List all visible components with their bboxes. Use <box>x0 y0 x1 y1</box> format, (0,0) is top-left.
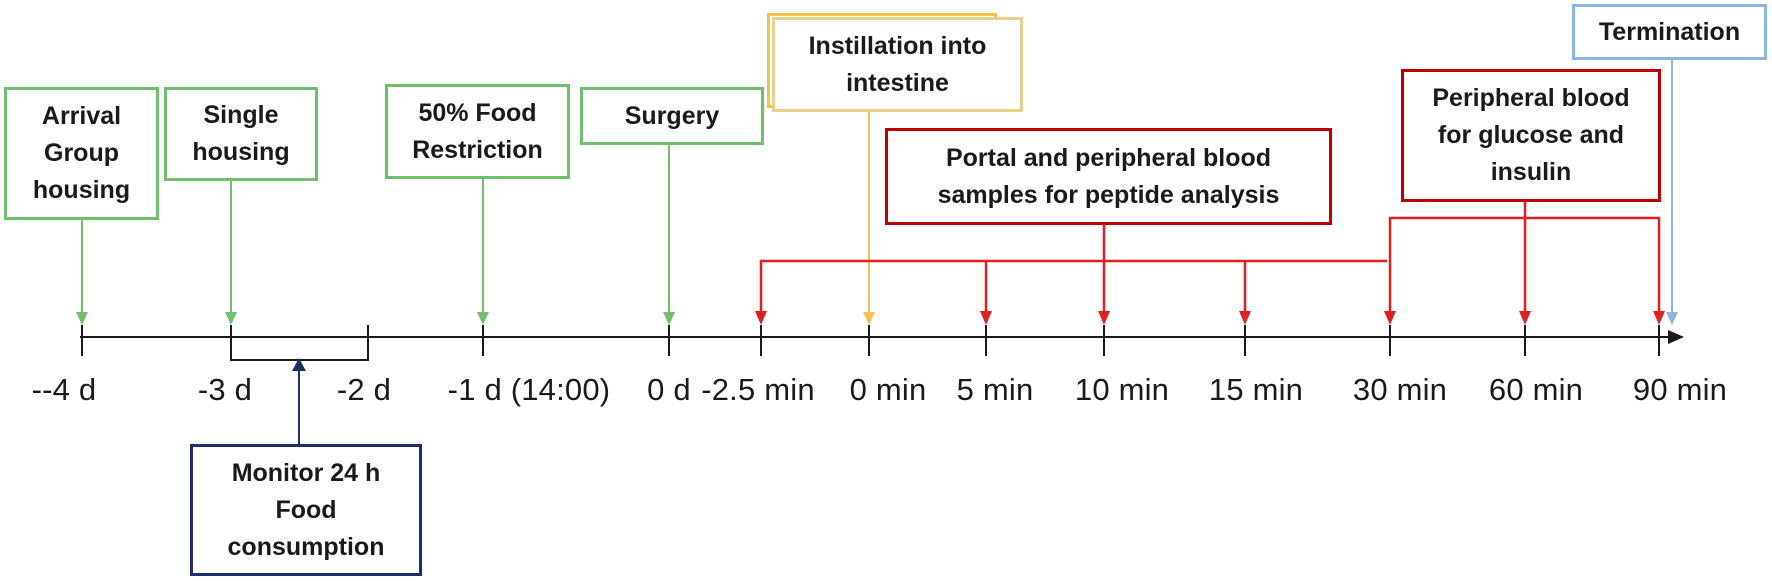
termination-arrowhead <box>1666 312 1678 325</box>
tick-label: -2 d <box>336 372 392 407</box>
tick-label: -3 d <box>197 372 253 407</box>
arrival-box: Arrival Group housing <box>4 87 159 220</box>
red-arrowhead-10 <box>1098 311 1110 325</box>
single-arrowhead <box>225 312 237 325</box>
monitor-bracket <box>230 330 369 361</box>
tick-label: 10 min <box>1074 372 1170 407</box>
restriction-arrowhead <box>477 312 489 325</box>
portal-samples-box: Portal and peripheral blood samples for … <box>885 128 1332 225</box>
tick-label: 90 min <box>1632 372 1728 407</box>
red-arrowhead-15 <box>1239 311 1251 325</box>
single-housing-box: Single housing <box>164 87 318 181</box>
food-restriction-box: 50% Food Restriction <box>385 84 570 179</box>
tick-label: -2.5 min <box>701 372 815 407</box>
axis-ticks <box>81 325 1660 356</box>
surgery-arrowhead <box>663 312 675 325</box>
portal-bracket <box>759 259 1387 312</box>
red-arrowhead-30 <box>1384 311 1396 325</box>
tick-label: 0 d <box>647 372 691 407</box>
tick-label: 60 min <box>1488 372 1584 407</box>
tick-label: -1 d (14:00) <box>447 372 611 407</box>
monitor-arrowhead <box>292 358 306 371</box>
red-arrowhead-m25 <box>755 311 767 325</box>
instillation-arrowhead <box>863 312 875 325</box>
tick-label: 30 min <box>1352 372 1448 407</box>
arrival-arrowhead <box>76 312 88 325</box>
tick-label: 15 min <box>1208 372 1304 407</box>
termination-box: Termination <box>1572 4 1767 60</box>
time-axis-arrowhead <box>1668 330 1684 344</box>
red-arrowhead-5 <box>980 311 992 325</box>
red-arrowhead-60 <box>1519 311 1531 325</box>
tick-label: 0 min <box>849 372 927 407</box>
instillation-box: Instillation into intestine <box>772 17 1023 112</box>
tick-label: 5 min <box>956 372 1034 407</box>
red-arrowhead-90 <box>1653 311 1665 325</box>
tick-label: --4 d <box>31 372 97 407</box>
glucose-insulin-box: Peripheral blood for glucose and insulin <box>1401 69 1661 202</box>
surgery-box: Surgery <box>580 87 764 145</box>
monitor-food-box: Monitor 24 h Food consumption <box>190 444 422 576</box>
